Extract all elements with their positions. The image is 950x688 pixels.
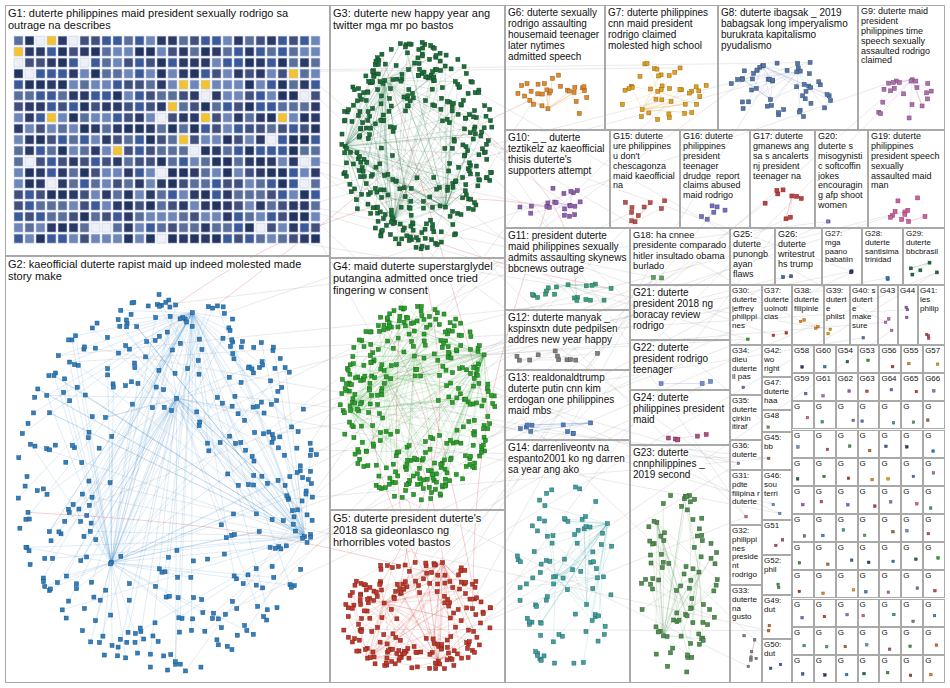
canvas: G1: duterte philippines maid president s…: [0, 0, 950, 688]
